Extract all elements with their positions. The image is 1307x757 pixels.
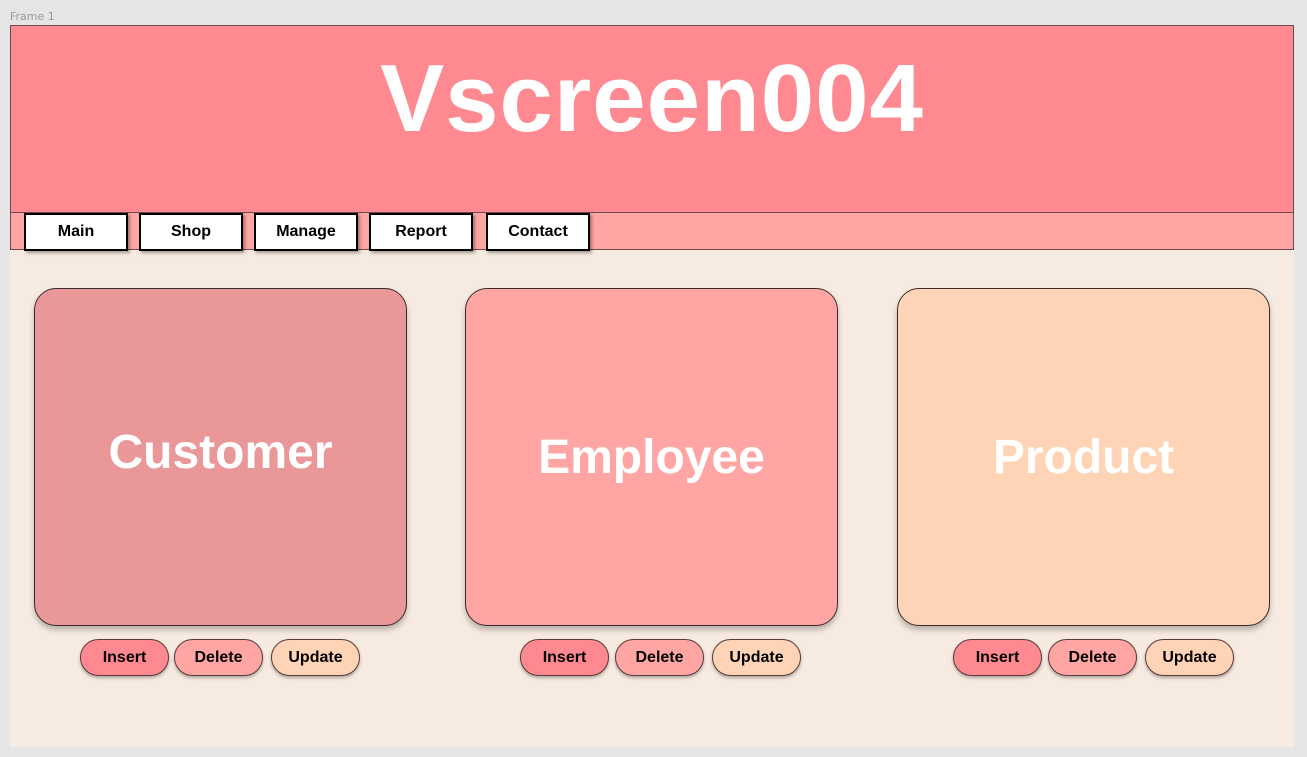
customer-card[interactable]: Customer (34, 288, 407, 626)
nav-main-button[interactable]: Main (24, 213, 128, 251)
nav-manage-button[interactable]: Manage (254, 213, 358, 251)
customer-delete-button[interactable]: Delete (174, 639, 263, 676)
product-update-button[interactable]: Update (1145, 639, 1234, 676)
product-card-title: Product (992, 430, 1175, 484)
nav-report-button[interactable]: Report (369, 213, 473, 251)
nav-bar: Main Shop Manage Report Contact (10, 212, 1294, 251)
header-banner: Vscreen004 (10, 25, 1294, 213)
employee-card-title: Employee (538, 430, 765, 484)
nav-shop-button[interactable]: Shop (139, 213, 243, 251)
employee-insert-button[interactable]: Insert (520, 639, 609, 676)
employee-update-button[interactable]: Update (712, 639, 801, 676)
page-title: Vscreen004 (380, 45, 924, 152)
nav-contact-button[interactable]: Contact (486, 213, 590, 251)
app-frame: Vscreen004 Main Shop Manage Report Conta… (10, 25, 1294, 747)
frame-label: Frame 1 (10, 10, 55, 23)
employee-card[interactable]: Employee (465, 288, 838, 626)
customer-insert-button[interactable]: Insert (80, 639, 169, 676)
product-delete-button[interactable]: Delete (1048, 639, 1137, 676)
product-insert-button[interactable]: Insert (953, 639, 1042, 676)
product-card[interactable]: Product (897, 288, 1270, 626)
customer-update-button[interactable]: Update (271, 639, 360, 676)
employee-delete-button[interactable]: Delete (615, 639, 704, 676)
customer-card-title: Customer (108, 425, 333, 479)
